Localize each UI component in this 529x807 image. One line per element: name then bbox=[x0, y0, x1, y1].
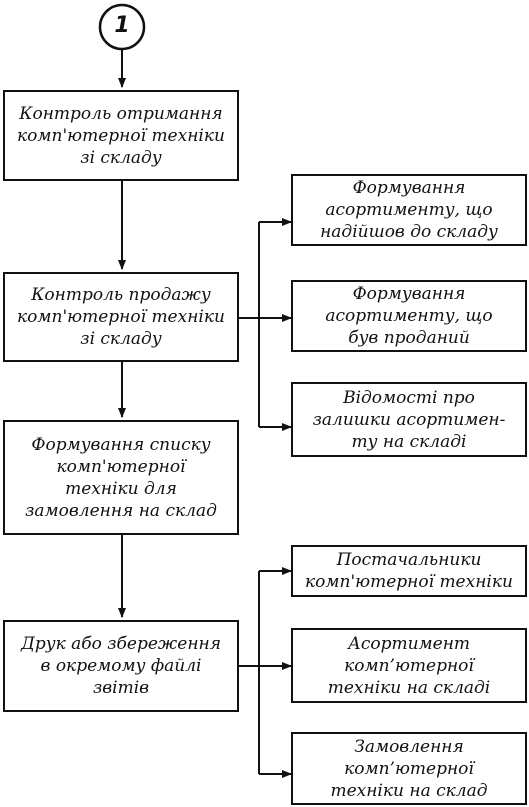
lower-report-stock-assortment: Асортимент комп’ютерної техніки на склад… bbox=[291, 628, 527, 703]
start-connector-label: 1 bbox=[114, 12, 130, 38]
step-3-order-list: Формування списку комп'ютерної техніки д… bbox=[3, 420, 239, 535]
upper-report-2-line-3: був проданий bbox=[348, 328, 470, 348]
step-2-line-3: зі складу bbox=[80, 329, 162, 349]
lower-report-3-line-2: комп’ютерної bbox=[344, 758, 474, 779]
step-3-line-1: Формування списку bbox=[31, 434, 211, 455]
step-3-line-3: техніки для bbox=[65, 478, 177, 499]
lower-report-suppliers: Постачальники комп'ютерної техніки bbox=[291, 545, 527, 597]
step-3-line-4: замовлення на склад bbox=[25, 500, 217, 521]
step-4-line-1: Друк або збереження bbox=[21, 634, 221, 654]
upper-report-stock-balance: Відомості про залишки асортимен- ту на с… bbox=[291, 382, 527, 457]
lower-report-2-line-1: Асортимент bbox=[347, 633, 471, 654]
step-1-line-3: зі складу bbox=[80, 147, 162, 168]
lower-report-2-line-2: комп’ютерної bbox=[344, 655, 474, 676]
step-4-line-3: звітів bbox=[92, 678, 150, 698]
lower-report-2-line-3: техніки на складі bbox=[327, 677, 491, 698]
lower-report-3-line-3: техніки на склад bbox=[330, 780, 488, 801]
upper-report-3-line-2: залишки асортимен- bbox=[312, 409, 506, 430]
step-1-line-1: Контроль отримання bbox=[19, 103, 223, 124]
upper-report-1-line-2: асортименту, що bbox=[325, 200, 493, 220]
lower-report-warehouse-order: Замовлення комп’ютерної техніки на склад bbox=[291, 732, 527, 805]
upper-report-sold-assortment: Формування асортименту, що був проданий bbox=[291, 280, 527, 352]
step-4-print-or-save: Друк або збереження в окремому файлі зві… bbox=[3, 620, 239, 712]
step-1-line-2: комп'ютерної техніки bbox=[17, 125, 225, 146]
upper-report-received-assortment: Формування асортименту, що надійшов до с… bbox=[291, 174, 527, 246]
step-2-sales-control: Контроль продажу комп'ютерної техніки зі… bbox=[3, 272, 239, 362]
upper-report-2-line-2: асортименту, що bbox=[325, 306, 493, 326]
upper-report-3-line-1: Відомості про bbox=[343, 387, 475, 408]
step-2-line-1: Контроль продажу bbox=[31, 285, 211, 305]
step-3-line-2: комп'ютерної bbox=[56, 456, 186, 477]
start-connector-circle bbox=[98, 3, 146, 51]
upper-report-2-line-1: Формування bbox=[352, 284, 466, 304]
lower-report-3-line-1: Замовлення bbox=[354, 736, 464, 757]
step-4-line-2: в окремому файлі bbox=[40, 656, 202, 676]
upper-report-1-line-1: Формування bbox=[352, 178, 466, 198]
lower-report-1-line-2: комп'ютерної техніки bbox=[305, 572, 513, 592]
upper-report-1-line-3: надійшов до складу bbox=[320, 222, 498, 242]
upper-report-3-line-3: ту на складі bbox=[351, 431, 467, 452]
step-2-line-2: комп'ютерної техніки bbox=[17, 307, 225, 327]
step-1-receiving-control: Контроль отримання комп'ютерної техніки … bbox=[3, 90, 239, 181]
lower-report-1-line-1: Постачальники bbox=[336, 550, 482, 570]
